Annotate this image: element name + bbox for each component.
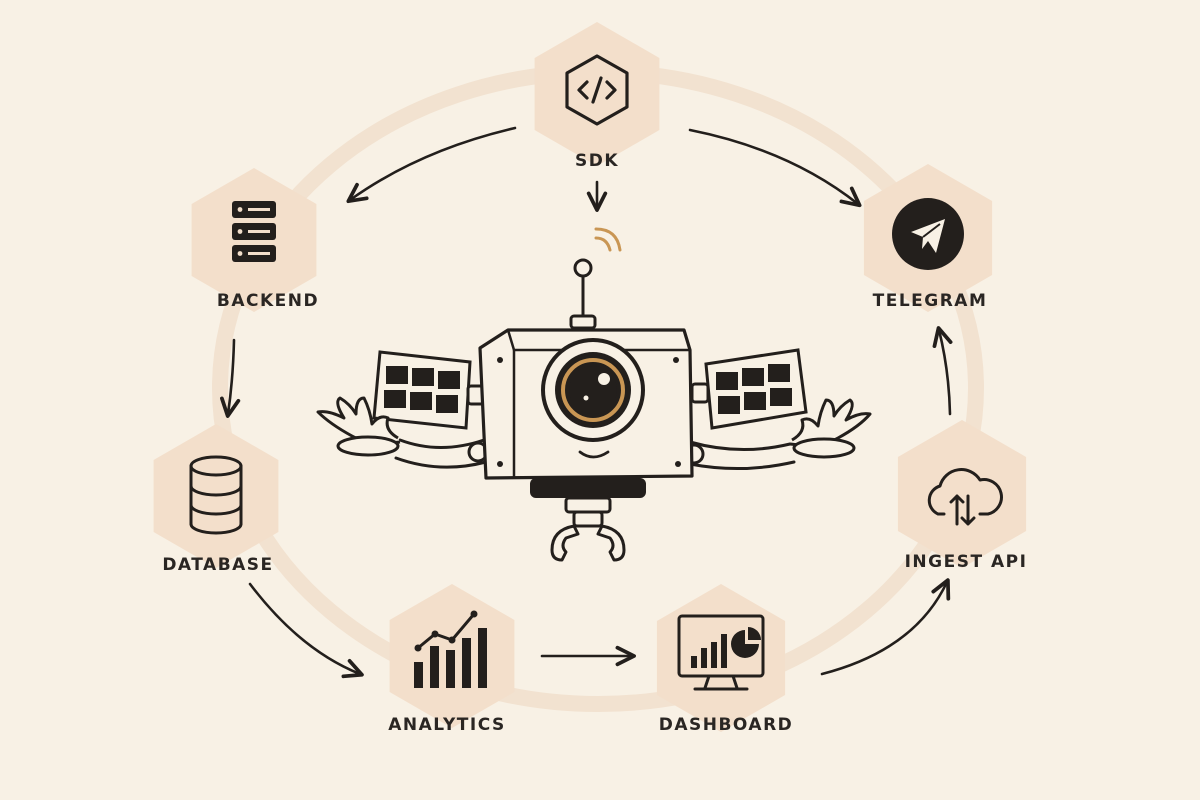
hexagon-ingest-api [897,420,1027,568]
database-icon [189,455,243,535]
arrow-ingest-to-telegram [932,326,953,416]
server-icon [232,201,276,262]
left-solar-panel [372,350,486,430]
left-hand [316,396,401,457]
label-telegram: TELEGRAM [873,291,988,311]
telegram-icon [892,198,964,270]
label-ingest-api: INGEST API [905,552,1028,572]
arrow-sdk-to-backend [346,126,517,204]
label-analytics: ANALYTICS [388,715,506,735]
label-backend: BACKEND [217,291,319,311]
arrow-backend-to-database [220,338,241,418]
right-hand [789,398,872,459]
bar-chart-icon [414,610,487,688]
cloud-sync-icon [927,468,1003,526]
right-solar-panel [690,348,808,430]
arrow-database-to-analytics [248,582,364,679]
arrow-dashboard-to-ingest [820,578,951,676]
signal-waves [594,227,622,252]
arrow-sdk-to-telegram [688,128,862,208]
code-icon [565,54,629,126]
flow-arrows [220,126,953,679]
robot-icon [316,227,872,562]
label-sdk: SDK [575,151,619,171]
robot-eye [541,338,645,442]
monitor-chart-icon [677,614,765,691]
label-dashboard: DASHBOARD [659,715,794,735]
label-database: DATABASE [162,555,273,575]
